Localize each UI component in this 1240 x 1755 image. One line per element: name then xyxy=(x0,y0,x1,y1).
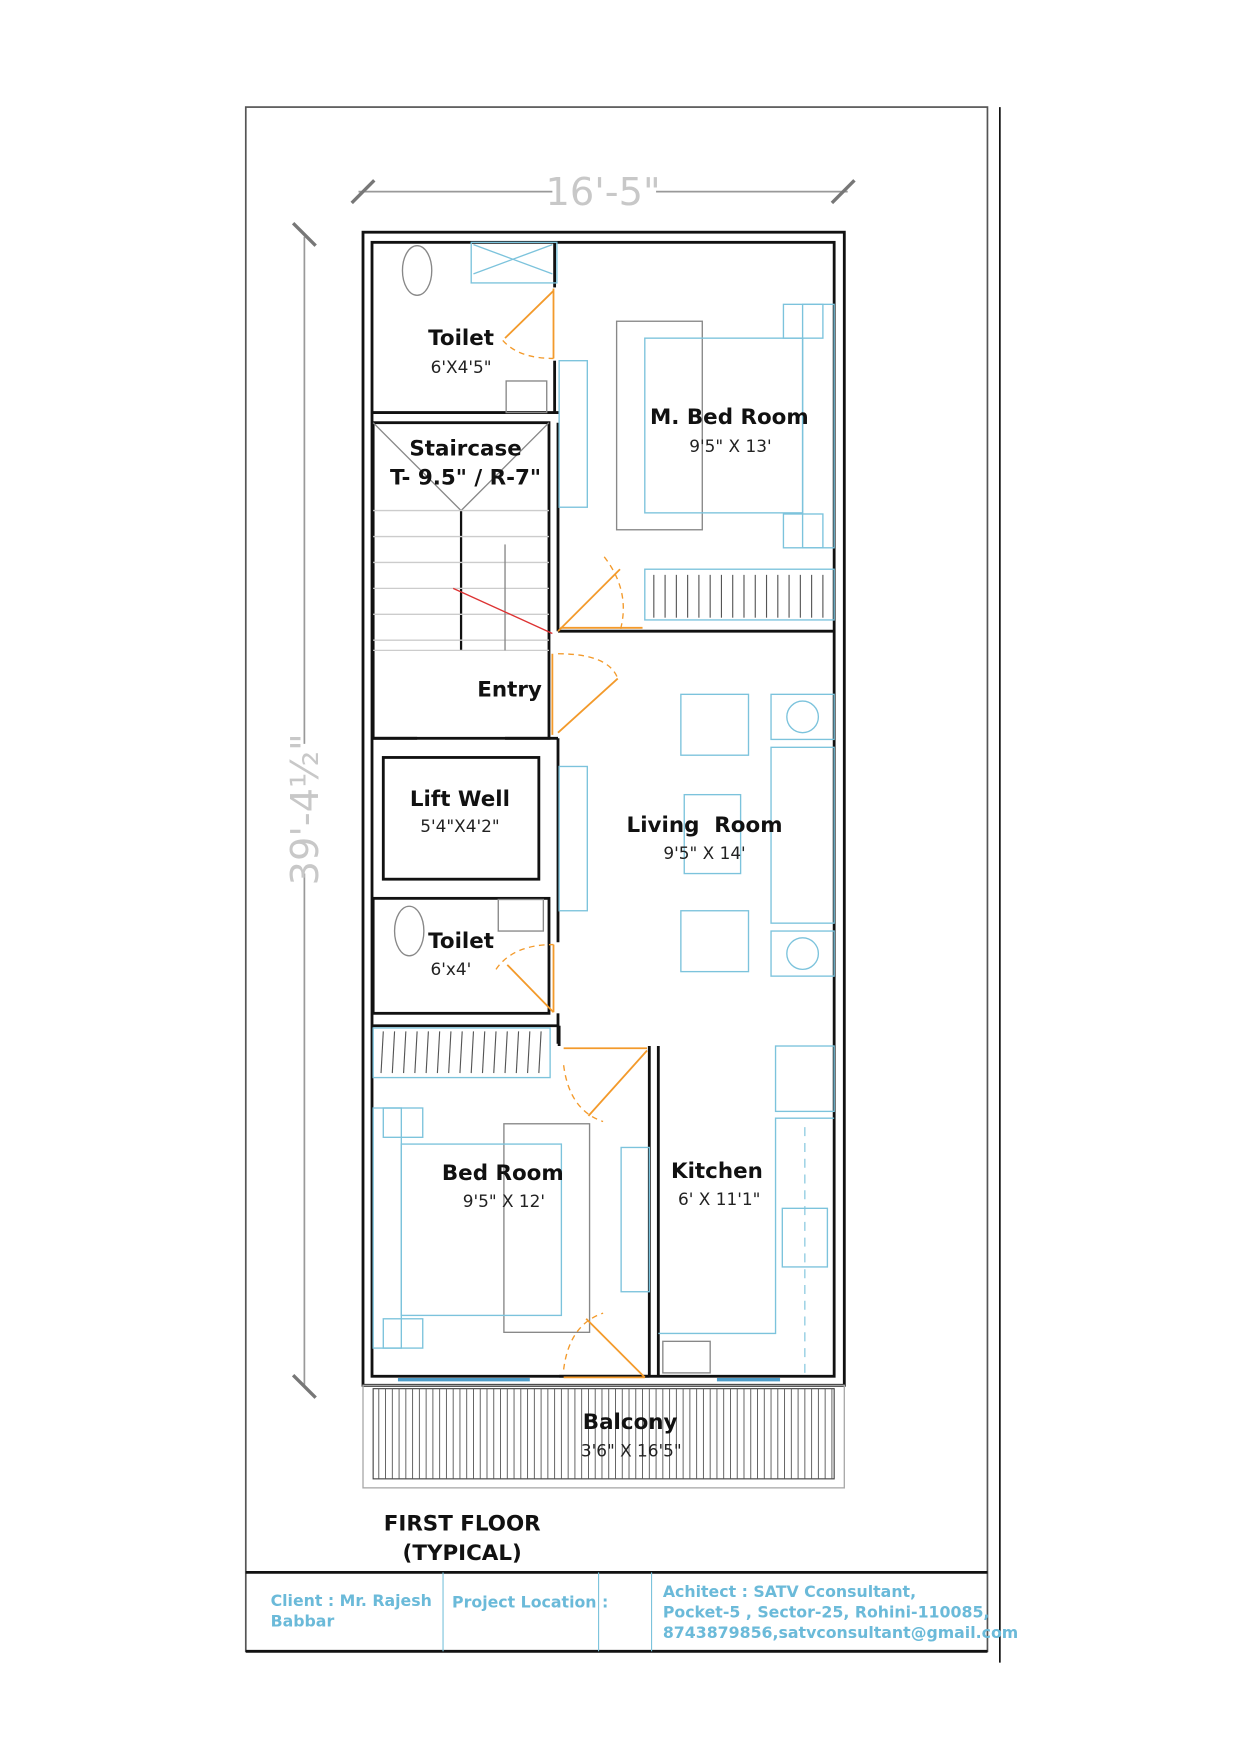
architect-contact: 8743879856,satvconsultant@gmail.com xyxy=(663,1623,1018,1642)
title-block: Client : Mr. Rajesh Babbar Project Locat… xyxy=(271,1572,1018,1652)
living-room-label: Living Room xyxy=(627,813,783,838)
client-name: Client : Mr. Rajesh xyxy=(271,1591,432,1610)
balcony-size: 3'6" X 16'5" xyxy=(581,1440,682,1460)
architect-address: Pocket-5 , Sector-25, Rohini-110085, xyxy=(663,1602,990,1621)
drawing-subtitle: (TYPICAL) xyxy=(403,1541,522,1566)
drawing-title: FIRST FLOOR xyxy=(384,1512,541,1537)
width-dimension-label: 16'-5" xyxy=(546,170,661,215)
toilet-2-size: 6'x4' xyxy=(431,959,472,979)
length-dimension: 39'-4½" xyxy=(283,221,328,1399)
room-labels: Toilet 6'X4'5" M. Bed Room 9'5" X 13' St… xyxy=(390,326,809,1460)
toilet-1-size: 6'X4'5" xyxy=(431,357,492,377)
bedroom-size: 9'5" X 12' xyxy=(463,1191,545,1211)
entry-label: Entry xyxy=(477,678,542,703)
lift-well-size: 5'4"X4'2" xyxy=(420,816,499,836)
kitchen-label: Kitchen xyxy=(671,1159,763,1184)
width-dimension: 16'-5" xyxy=(350,170,856,215)
living-room-size: 9'5" X 14' xyxy=(663,843,745,863)
project-location: Project Location : xyxy=(452,1592,608,1611)
lift-well-label: Lift Well xyxy=(410,787,510,812)
staircase-label: Staircase xyxy=(409,436,521,461)
master-bedroom-label: M. Bed Room xyxy=(650,405,809,430)
architect-name: Achitect : SATV Cconsultant, xyxy=(663,1582,916,1601)
balcony xyxy=(362,1384,845,1489)
balcony-label: Balcony xyxy=(583,1410,678,1435)
doors xyxy=(397,288,781,1382)
toilet-2-label: Toilet xyxy=(428,929,494,954)
toilet-1-label: Toilet xyxy=(428,326,494,351)
client-name-cont: Babbar xyxy=(271,1612,335,1631)
master-bedroom-size: 9'5" X 13' xyxy=(689,436,771,456)
kitchen-size: 6' X 11'1" xyxy=(678,1189,760,1209)
bedroom-label: Bed Room xyxy=(442,1161,564,1186)
furniture xyxy=(372,245,835,1377)
staircase-size: T- 9.5" / R-7" xyxy=(390,466,541,491)
length-dimension-label: 39'-4½" xyxy=(283,733,328,885)
sheet-frame xyxy=(244,106,1001,1663)
